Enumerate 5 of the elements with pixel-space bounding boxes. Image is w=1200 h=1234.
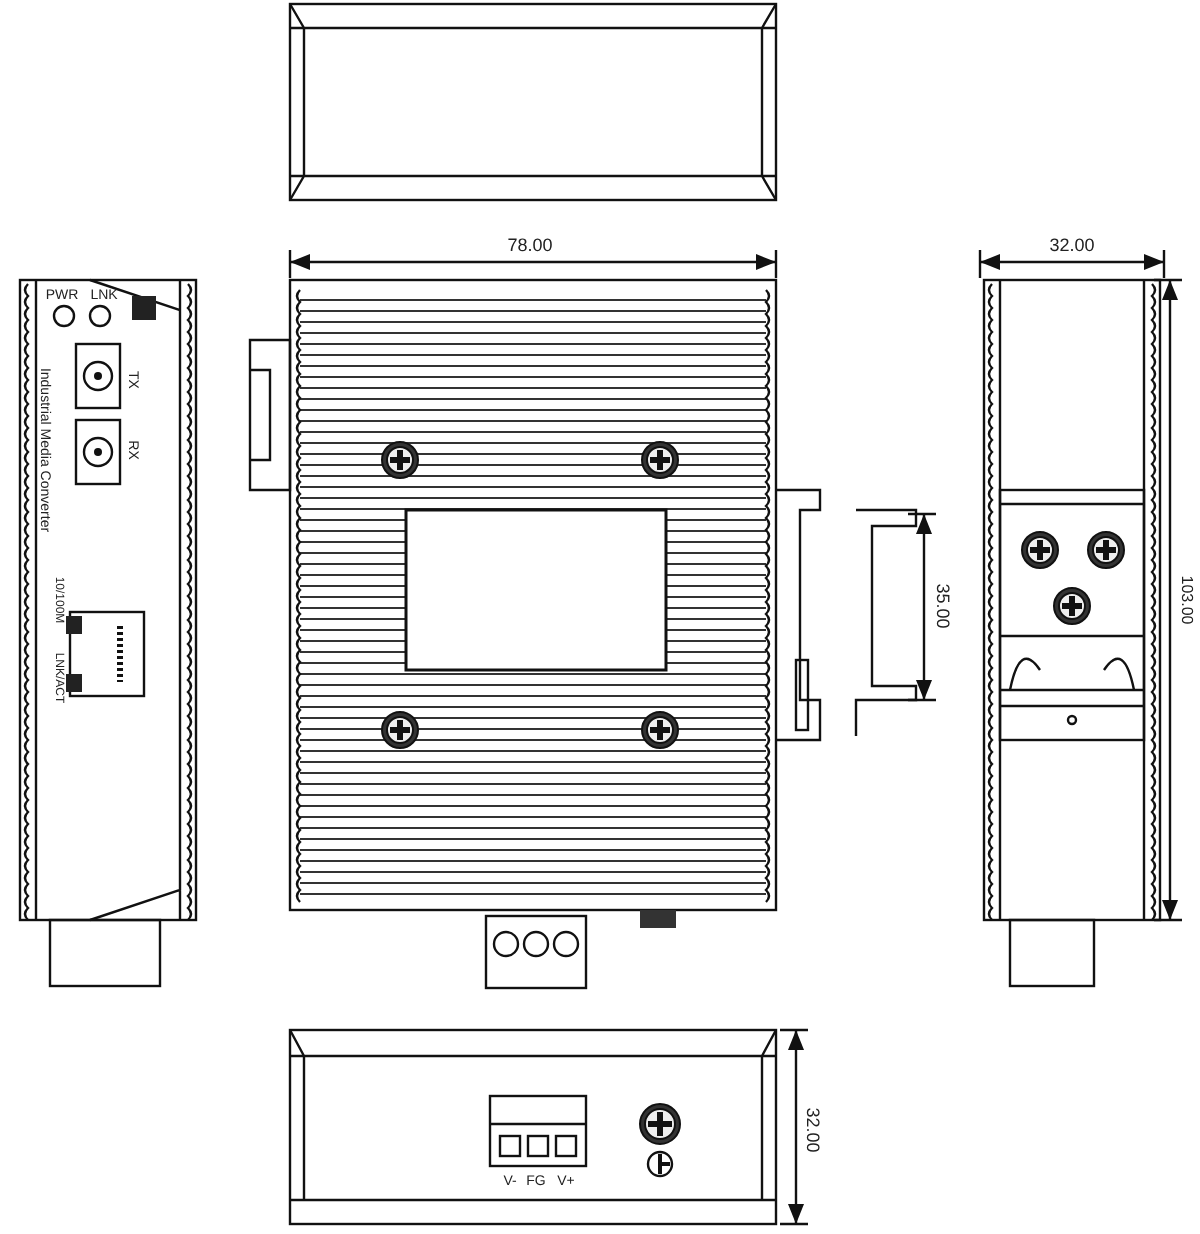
dimension-label: 35.00 (933, 583, 951, 629)
dimension-label: 32.00 (803, 1107, 821, 1153)
dimension-label: 103.00 (1178, 575, 1194, 625)
dimension-label: 78.00 (507, 237, 553, 255)
dimension-label: 32.00 (1049, 237, 1095, 255)
